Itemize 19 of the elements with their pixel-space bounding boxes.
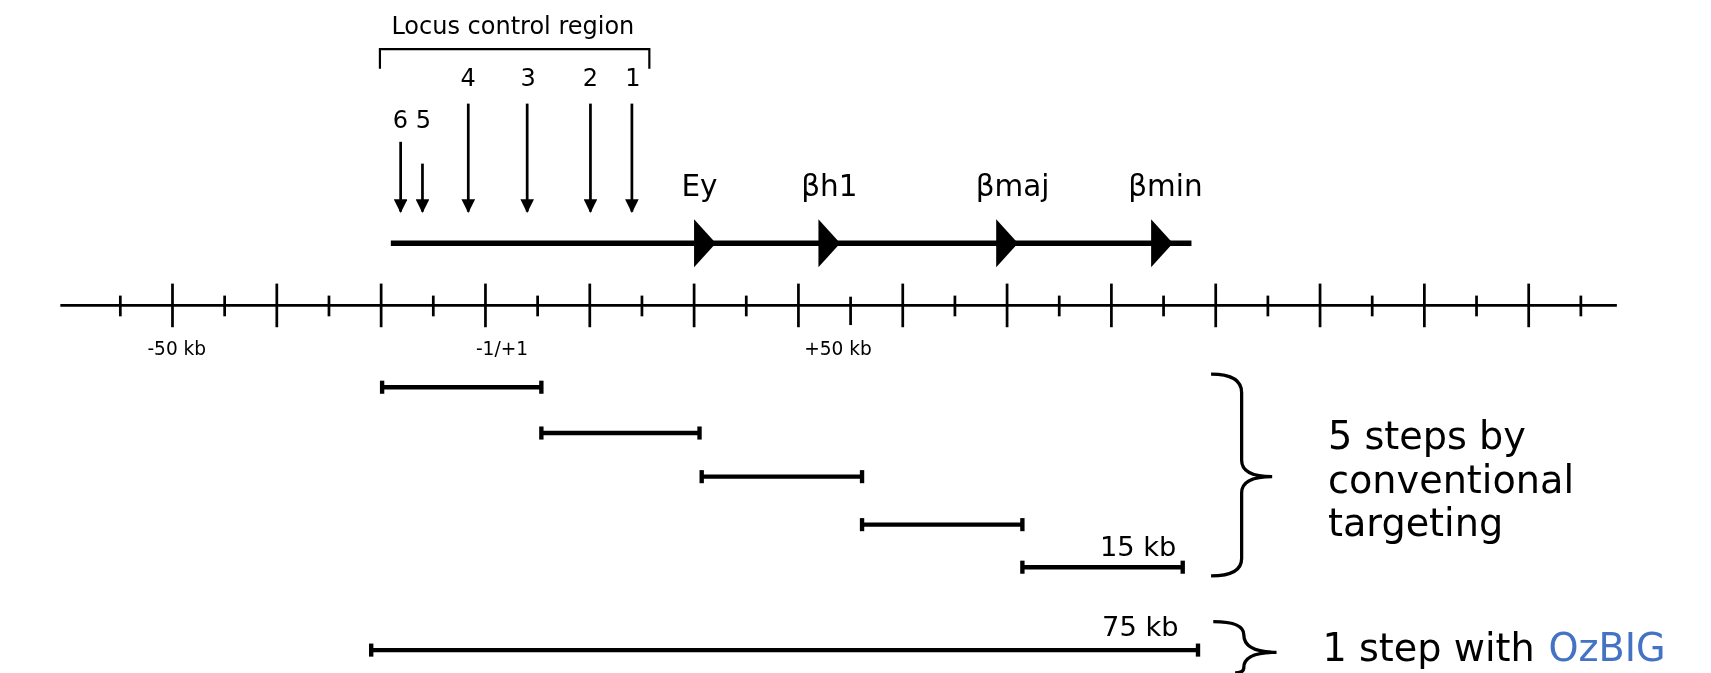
site-number: 2 (582, 65, 598, 94)
length-label: 15 kb (1099, 531, 1177, 563)
step-note: 5 steps by conventional targeting (1328, 414, 1575, 547)
gene-label: βmin (1128, 170, 1203, 205)
step-note: 1 step with (1322, 627, 1535, 672)
gene-label: βmaj (975, 170, 1050, 205)
site-number: 6 (392, 106, 409, 135)
site-number: 1 (625, 65, 641, 94)
region-label: Locus control region (391, 13, 635, 41)
gene-label: βh1 (801, 170, 858, 205)
site-number: 5 (415, 106, 431, 135)
site-number: 4 (460, 65, 476, 94)
length-label: 75 kb (1102, 611, 1179, 643)
method-name: OzBIG (1548, 627, 1666, 672)
scale-label: -1/+1 (475, 338, 528, 360)
scale-label: +50 kb (804, 338, 872, 360)
gene-label: Ey (681, 170, 718, 205)
scale-label: -50 kb (147, 338, 207, 360)
site-number: 3 (520, 65, 536, 94)
